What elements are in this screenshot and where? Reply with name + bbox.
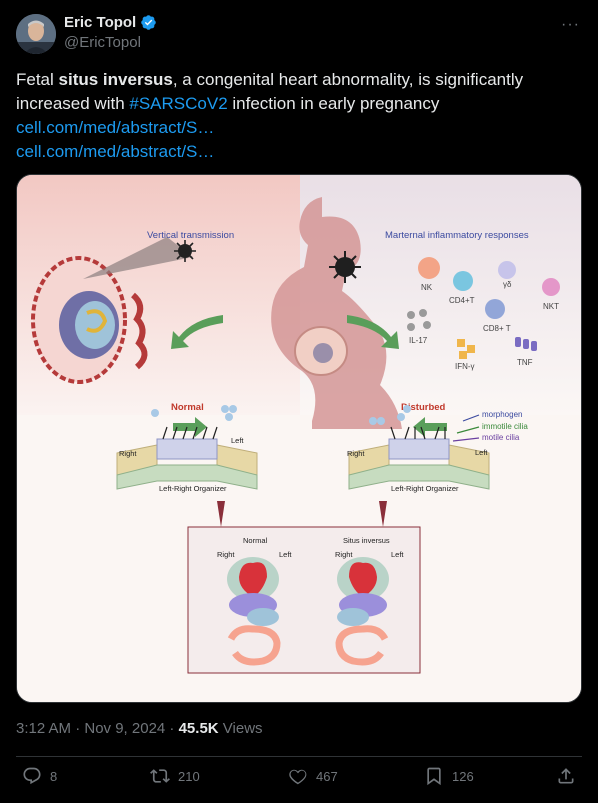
cell-label: CD8+ T bbox=[483, 324, 511, 333]
repost-count: 210 bbox=[178, 768, 200, 784]
left-label: Left bbox=[475, 448, 488, 457]
tweet-text-bold: situs inversus bbox=[58, 70, 173, 89]
lr-organizer-normal bbox=[116, 426, 258, 490]
left-label: Left bbox=[231, 436, 244, 445]
flow-arrow-icon bbox=[413, 417, 447, 437]
cd4-cell-icon bbox=[453, 271, 473, 291]
article-link[interactable]: cell.com/med/abstract/S… bbox=[16, 142, 215, 161]
legend-morphogen: morphogen bbox=[482, 410, 522, 419]
tweet-header: Eric Topol @EricTopol ··· bbox=[16, 12, 582, 56]
right-label: Right bbox=[347, 449, 365, 458]
cell-label: TNF bbox=[517, 358, 533, 367]
inset-situs-label: Situs inversus bbox=[343, 536, 390, 545]
cell-label: NK bbox=[421, 283, 433, 292]
disturbed-label: Disturbed bbox=[401, 402, 446, 413]
cell-label: IL-17 bbox=[409, 336, 428, 345]
tweet-media-image[interactable]: Vertical transmission Marternal inflamma… bbox=[16, 174, 582, 703]
inset-normal-label: Normal bbox=[243, 536, 268, 545]
flow-arrow-icon bbox=[173, 417, 207, 437]
tweet-text-part: Fetal bbox=[16, 70, 59, 89]
share-button[interactable] bbox=[556, 766, 576, 786]
left-label: Left bbox=[279, 550, 292, 559]
reply-count: 8 bbox=[50, 768, 58, 784]
il17-icon bbox=[407, 309, 431, 331]
bookmark-button[interactable]: 126 bbox=[424, 766, 474, 786]
action-bar: 8 210 467 126 bbox=[16, 766, 582, 794]
like-count: 467 bbox=[316, 768, 338, 784]
right-label: Right bbox=[335, 550, 353, 559]
bookmark-icon bbox=[427, 767, 441, 786]
cell-label: NKT bbox=[543, 302, 559, 311]
left-label: Left bbox=[391, 550, 404, 559]
tweet-meta: 3:12 AM · Nov 9, 2024 · 45.5K Views bbox=[16, 720, 263, 737]
tweet-text: Fetal situs inversus, a congenital heart… bbox=[16, 68, 582, 164]
right-label: Right bbox=[217, 550, 235, 559]
tweet-timestamp[interactable]: 3:12 AM · Nov 9, 2024 · bbox=[16, 720, 179, 737]
tweet-text-part: infection in early pregnancy bbox=[227, 94, 440, 113]
verified-badge-icon bbox=[141, 15, 156, 30]
views-count: 45.5K bbox=[178, 720, 219, 737]
avatar[interactable] bbox=[16, 14, 56, 54]
figure-illustration: Vertical transmission Marternal inflamma… bbox=[17, 175, 581, 702]
right-label: Right bbox=[119, 449, 137, 458]
share-icon bbox=[558, 768, 574, 784]
vertical-transmission-label: Vertical transmission bbox=[147, 230, 234, 241]
reply-button[interactable]: 8 bbox=[22, 766, 57, 786]
heart-icon bbox=[289, 769, 307, 785]
organizer-label: Left-Right Organizer bbox=[391, 484, 459, 493]
gd-cell-icon bbox=[498, 261, 516, 279]
organ-inset: Normal Situs inversus Right Left Right L… bbox=[187, 526, 421, 674]
lr-organizer-disturbed bbox=[348, 426, 490, 490]
legend-immotile-cilia: immotile cilia bbox=[482, 422, 528, 431]
more-options-icon[interactable]: ··· bbox=[561, 16, 580, 33]
normal-label: Normal bbox=[171, 402, 204, 413]
cd8-cell-icon bbox=[485, 299, 505, 319]
tnf-icon bbox=[515, 337, 537, 351]
maternal-responses-label: Marternal inflammatory responses bbox=[385, 230, 529, 241]
cell-label: γδ bbox=[503, 280, 512, 289]
organizer-label: Left-Right Organizer bbox=[159, 484, 227, 493]
legend-motile-cilia: motile cilia bbox=[482, 433, 520, 442]
arrow-right-icon bbox=[347, 315, 399, 349]
like-button[interactable]: 467 bbox=[288, 766, 338, 786]
nkt-cell-icon bbox=[542, 278, 560, 296]
author-name[interactable]: Eric Topol bbox=[64, 14, 137, 31]
virus-icon bbox=[174, 240, 196, 262]
repost-button[interactable]: 210 bbox=[150, 766, 200, 786]
placenta-illustration bbox=[31, 256, 148, 384]
cell-label: IFN-γ bbox=[455, 362, 475, 371]
ifn-icon bbox=[457, 339, 475, 359]
author-handle[interactable]: @EricTopol bbox=[64, 34, 141, 51]
views-label: Views bbox=[218, 720, 263, 737]
reply-icon bbox=[23, 767, 41, 785]
repost-icon bbox=[150, 769, 170, 783]
virus-icon bbox=[329, 251, 361, 283]
hashtag-link[interactable]: #SARSCoV2 bbox=[129, 94, 228, 113]
article-link[interactable]: cell.com/med/abstract/S… bbox=[16, 118, 215, 137]
divider bbox=[16, 756, 582, 757]
arrow-left-icon bbox=[171, 315, 223, 349]
bookmark-count: 126 bbox=[452, 768, 474, 784]
tweet-text-part: , a congenital heart abnormality, is sig… bbox=[16, 70, 524, 113]
nk-cell-icon bbox=[418, 257, 440, 279]
cell-label: CD4+T bbox=[449, 296, 475, 305]
name-row: Eric Topol bbox=[64, 14, 157, 31]
pregnant-silhouette bbox=[271, 197, 402, 429]
